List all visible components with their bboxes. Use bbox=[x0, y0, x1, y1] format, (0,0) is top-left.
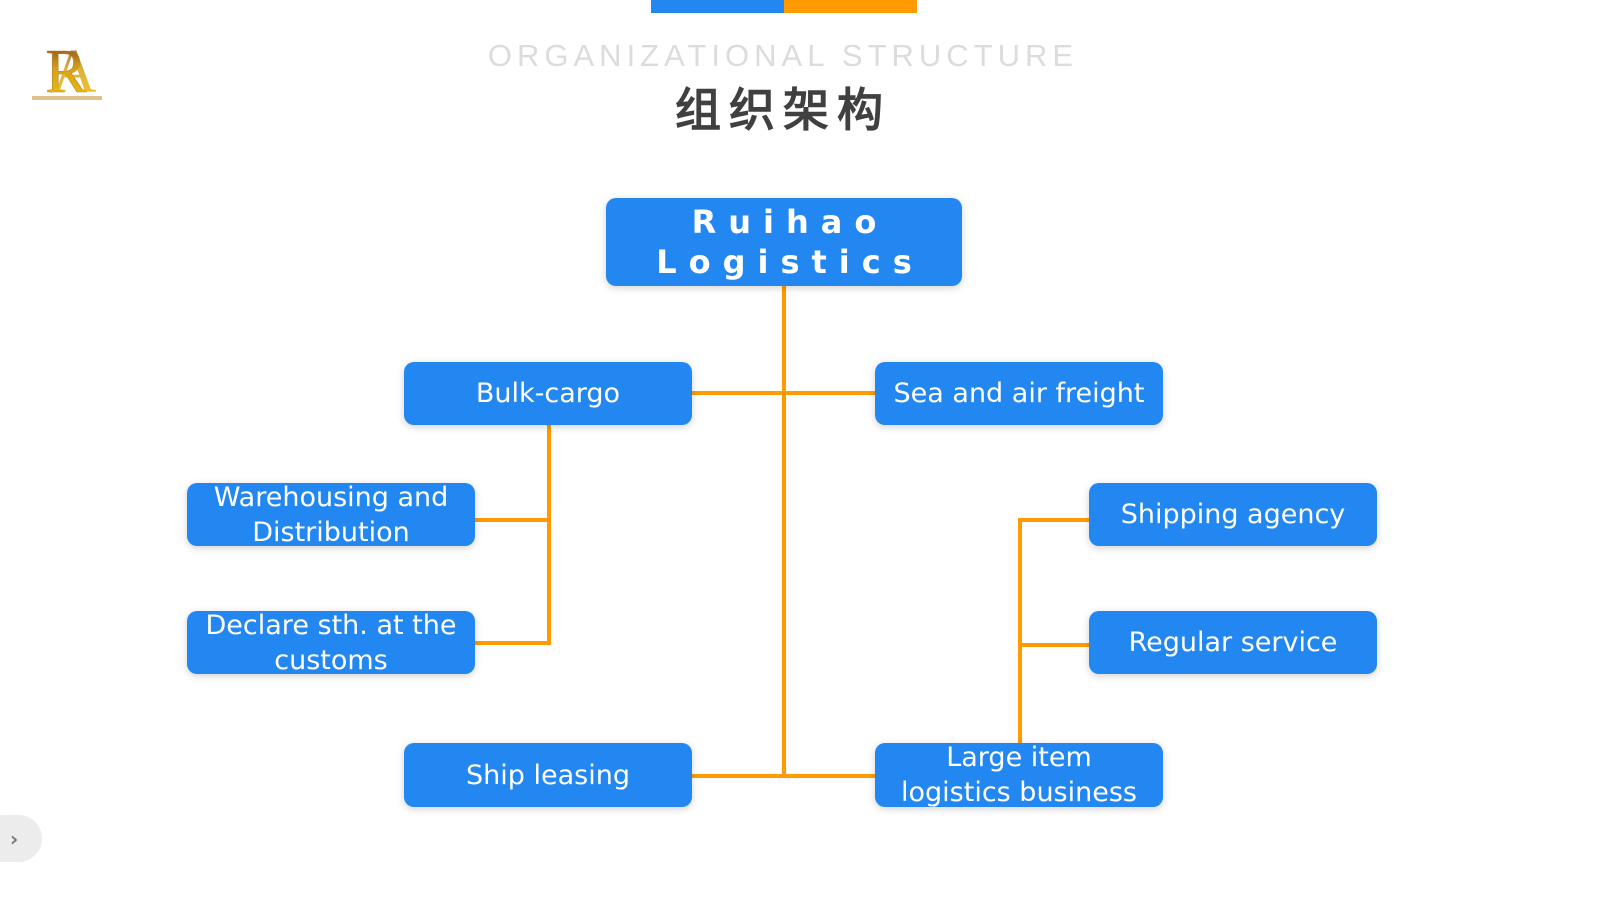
accent-bar-orange bbox=[784, 0, 917, 13]
page-subtitle: ORGANIZATIONAL STRUCTURE bbox=[487, 38, 1079, 73]
next-slide-button[interactable]: › bbox=[0, 815, 42, 862]
svg-text:A: A bbox=[52, 38, 97, 106]
node-label-line2: logistics business bbox=[901, 777, 1137, 808]
ra-monogram-logo-icon: R A bbox=[32, 38, 102, 106]
node-shipping-agency[interactable]: Shipping agency bbox=[1089, 483, 1377, 546]
chevron-right-icon: › bbox=[10, 827, 19, 851]
node-label-line2: Distribution bbox=[252, 516, 410, 548]
node-regular-service[interactable]: Regular service bbox=[1089, 611, 1377, 674]
root-line2: Logistics bbox=[656, 243, 924, 281]
node-label: Sea and air freight bbox=[893, 378, 1145, 409]
node-warehousing-distribution[interactable]: Warehousing and Distribution bbox=[187, 481, 475, 548]
node-label-line1: Large item bbox=[946, 742, 1092, 773]
node-label: Regular service bbox=[1128, 627, 1338, 658]
node-label-line1: Warehousing and bbox=[213, 481, 449, 513]
node-label: Shipping agency bbox=[1120, 499, 1346, 530]
page-title: 组织架构 bbox=[675, 83, 891, 137]
node-ship-leasing[interactable]: Ship leasing bbox=[404, 743, 692, 807]
node-bulk-cargo[interactable]: Bulk-cargo bbox=[404, 362, 692, 425]
accent-bar-blue bbox=[651, 0, 784, 13]
root-line1: Ruihao bbox=[691, 203, 889, 241]
node-ruihao-logistics[interactable]: Ruihao Logistics bbox=[606, 198, 962, 286]
company-logo: R A bbox=[24, 24, 108, 108]
svg-text:R: R bbox=[45, 38, 87, 106]
node-sea-air-freight[interactable]: Sea and air freight bbox=[875, 362, 1163, 425]
node-large-item-logistics[interactable]: Large item logistics business bbox=[875, 742, 1163, 808]
node-label-line2: customs bbox=[274, 644, 388, 676]
node-declare-customs[interactable]: Declare sth. at the customs bbox=[187, 609, 475, 676]
node-label: Bulk-cargo bbox=[475, 378, 621, 409]
node-label: Ship leasing bbox=[466, 759, 630, 791]
node-label-line1: Declare sth. at the bbox=[205, 609, 457, 641]
